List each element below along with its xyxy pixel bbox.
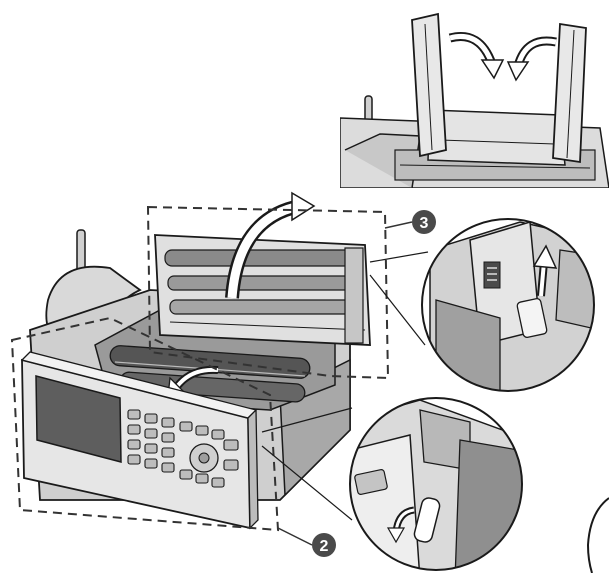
zoom-line xyxy=(261,445,353,521)
callout-box-3 xyxy=(146,205,390,380)
zoom-line xyxy=(261,407,353,433)
keypad xyxy=(127,409,239,488)
fax-machine xyxy=(20,191,371,530)
step-badge-2-circle xyxy=(312,533,336,557)
leader-line-2 xyxy=(277,527,313,546)
partial-circle-edge xyxy=(586,497,609,573)
callout-box-2 xyxy=(10,316,280,532)
step-number: 2 xyxy=(320,538,329,555)
step-badge-2: 2 xyxy=(312,533,336,557)
step-badge-3-circle xyxy=(412,210,436,234)
zoom-detail-lever-release xyxy=(421,218,595,392)
step-number: 3 xyxy=(420,215,429,232)
leader-line-3 xyxy=(384,221,413,229)
display-screen xyxy=(35,375,122,463)
zoom-detail-front-lever xyxy=(349,397,523,571)
paper-tray-inset xyxy=(340,0,609,188)
step-badge-3: 3 xyxy=(412,210,436,234)
zoom-line xyxy=(369,251,429,263)
zoom-line xyxy=(369,274,426,346)
